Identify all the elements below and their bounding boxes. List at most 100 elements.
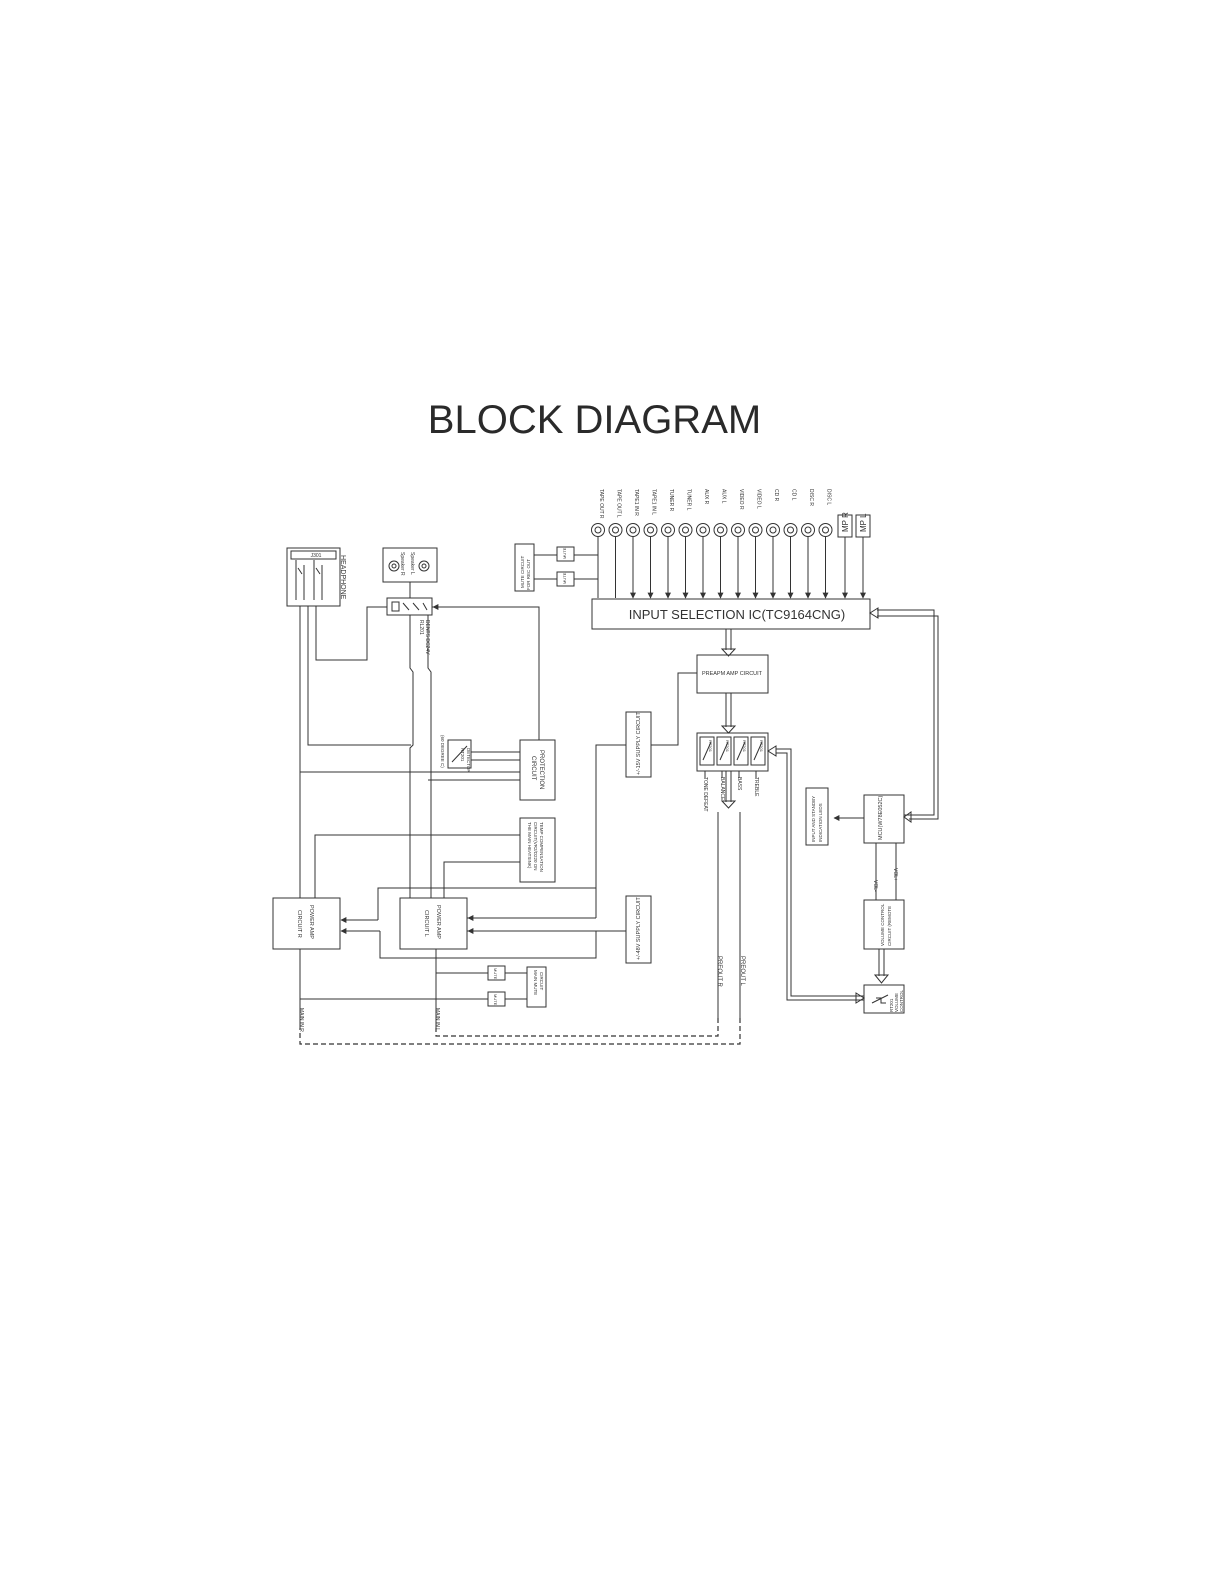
input-jack-tape1-in-l: TAPE1 IN L [643, 489, 658, 599]
svg-text:INDICATION LEDS: INDICATION LEDS [818, 803, 823, 842]
speaker-terminals: Speaker R Speaker L [382, 547, 438, 583]
mp-l-input: MP L [855, 513, 871, 599]
input-standby-leds: INPUT AND STANDBY INDICATION LEDS [805, 787, 829, 846]
input-jack-tape-out-r: TAPE OUT R [591, 489, 605, 598]
svg-text:HEADPHONE: HEADPHONE [339, 555, 346, 600]
svg-text:MAIN MUTE: MAIN MUTE [533, 970, 538, 995]
input-label: AUX L [721, 489, 727, 504]
input-jack-video-l: VIDEO L [748, 489, 763, 599]
temperature-detector: RT201 DETECTOR (60 DEGREE C) [440, 735, 472, 773]
tone-pot-label: RT201 [742, 740, 747, 753]
svg-text:POWER AMP: POWER AMP [308, 905, 314, 939]
supply-15v: +/-15V SUPPLY CIRCUIT [625, 711, 652, 778]
svg-text:VOLUME: VOLUME [894, 993, 899, 1012]
svg-text:MUTE: MUTE [562, 547, 567, 559]
input-label: TAPE1 IN R [633, 489, 639, 516]
input-label: TAPE1 IN L [651, 489, 657, 515]
input-jack-tape1-in-r: TAPE1 IN R [626, 489, 640, 599]
input-jack-aux-r: AUX R [696, 489, 710, 599]
mp-r-input: MP R [837, 512, 853, 599]
power-amp-l: POWER AMP CIRCUIT L [399, 897, 468, 950]
headphone-jack: J301 HEADPHONE [286, 547, 346, 607]
input-jacks: TAPE OUT R TAPE OUT L TAPE1 IN R TAPE1 IN L… [591, 489, 833, 599]
svg-text:VOLUME CONTROL: VOLUME CONTROL [880, 903, 885, 946]
svg-text:VOL+: VOL+ [892, 868, 898, 881]
input-label: VIDEO L [756, 489, 762, 509]
svg-text:PROTECTION: PROTECTION [538, 750, 544, 789]
tone-pot-label: RT201 [725, 740, 730, 753]
svg-text:POWER AMP: POWER AMP [435, 905, 441, 939]
svg-text:J301: J301 [311, 553, 322, 559]
svg-text:CIRCUIT: CIRCUIT [530, 756, 536, 781]
motor-volume-control: RT201 VOLUME CONTROL [863, 984, 905, 1014]
svg-text:CONTROL: CONTROL [899, 990, 904, 1012]
input-jack-cd-r: CD R [766, 489, 780, 599]
svg-text:THE MAIN HEATSINK): THE MAIN HEATSINK) [527, 822, 532, 869]
svg-text:DETECTOR: DETECTOR [466, 748, 471, 773]
input-label: CD R [773, 489, 779, 502]
svg-text:FOR REC OUT: FOR REC OUT [526, 559, 531, 590]
svg-text:MUTE: MUTE [493, 994, 498, 1006]
input-jack-cd-l: CD L [783, 489, 798, 599]
preamp-circuit: PREAPM AMP CIRCUIT [696, 654, 769, 694]
tone-control-label: TONE DEFEAT [702, 777, 708, 812]
power-amp-r: POWER AMP CIRCUIT R [272, 897, 341, 950]
tone-control-label: BASS [736, 777, 742, 791]
svg-text:MAIN IN L: MAIN IN L [434, 1008, 440, 1031]
mute-circuit-rec-out: MUTE CIRCUIT FOR REC OUT MUTE MUTE [514, 543, 598, 592]
protection-circuit: PROTECTION CIRCUIT [519, 739, 556, 801]
input-label: AUX R [703, 489, 709, 505]
svg-text:Speaker R: Speaker R [399, 552, 405, 576]
input-label: CD L [791, 489, 797, 501]
svg-text:MP L: MP L [859, 513, 868, 532]
volume-control-circuit: VOLUME CONTROL CIRCUIT (REMOTE [863, 899, 905, 950]
page-title: BLOCK DIAGRAM [427, 398, 762, 442]
input-jack-tuner-r: TUNER R [661, 489, 675, 599]
input-label: VIDEO R [738, 489, 744, 510]
svg-text:DENTS DC24V: DENTS DC24V [424, 620, 430, 655]
svg-text:PREAPM AMP CIRCUIT: PREAPM AMP CIRCUIT [702, 671, 763, 677]
input-selection-ic: INPUT SELECTION IC(TC9164CNG) [591, 598, 871, 630]
input-jack-tape-out-l: TAPE OUT L [608, 489, 623, 598]
tone-pot-label: RT201 [759, 740, 764, 753]
svg-text:MCU(W78E052C): MCU(W78E052C) [878, 796, 884, 840]
svg-text:VOL-: VOL- [872, 880, 878, 892]
supply-48v: +/-48V SUPPLY CIRCUIT [625, 895, 652, 964]
input-jack-disc-r: DISC R [801, 489, 815, 599]
svg-text:RT201: RT201 [889, 998, 894, 1012]
svg-text:+/-48V SUPPLY CIRCUIT: +/-48V SUPPLY CIRCUIT [636, 896, 642, 960]
input-label: TUNER L [686, 489, 692, 511]
svg-text:CIRCUIT L: CIRCUIT L [423, 910, 429, 937]
svg-text:+/-15V SUPPLY CIRCUIT: +/-15V SUPPLY CIRCUIT [636, 711, 642, 775]
svg-text:INPUT SELECTION IC(TC9164CNG): INPUT SELECTION IC(TC9164CNG) [629, 607, 845, 622]
svg-text:MAIN IN R: MAIN IN R [298, 1008, 304, 1032]
input-jack-tuner-l: TUNER L [678, 489, 693, 599]
input-jack-disc-l: DISC L [818, 489, 833, 599]
svg-text:TEMP COMPENSATION: TEMP COMPENSATION [539, 822, 544, 872]
tone-pot-label: RT201 [708, 740, 713, 753]
input-label: DISC L [826, 489, 832, 505]
svg-text:(60 DEGREE C): (60 DEGREE C) [440, 735, 445, 768]
svg-text:INPUT AND STANDBY: INPUT AND STANDBY [811, 796, 816, 842]
svg-text:MUTE: MUTE [562, 572, 567, 584]
input-label: DISC R [808, 489, 814, 506]
tone-control-label: TREBLE [753, 777, 759, 797]
svg-text:MP R: MP R [841, 512, 850, 532]
temp-compensation-circuit: TEMP COMPENSATION CIRCUIT(VR2/D220 ON TH… [519, 817, 556, 883]
svg-text:RT201: RT201 [460, 748, 465, 762]
svg-text:PREOUT R: PREOUT R [716, 956, 722, 988]
svg-text:RL201: RL201 [418, 620, 424, 635]
main-mute-circuit: MAIN MUTE CIRCUIT MUTE MUTE [487, 965, 547, 1008]
mcu: MCU(W78E052C) [863, 794, 905, 844]
input-label: TAPE OUT R [598, 489, 604, 519]
svg-text:CIRCUIT R: CIRCUIT R [296, 910, 302, 938]
input-jack-video-r: VIDEO R [731, 489, 745, 599]
svg-text:MUTE: MUTE [493, 968, 498, 980]
tone-control-label: BALANCE [719, 777, 725, 801]
input-label: TAPE OUT L [616, 489, 622, 518]
input-label: TUNER R [668, 489, 674, 512]
svg-text:MUTE CIRCUIT: MUTE CIRCUIT [520, 556, 525, 588]
svg-text:Speaker L: Speaker L [409, 552, 415, 575]
